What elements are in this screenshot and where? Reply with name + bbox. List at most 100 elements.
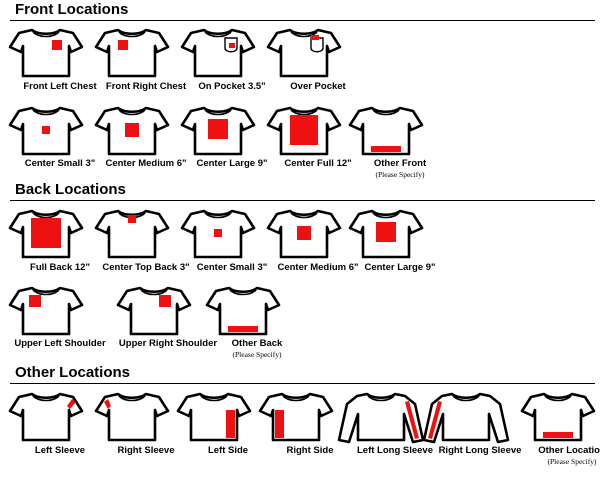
location-label: Upper Left Shoulder [14, 338, 106, 349]
tshirt-icon [8, 286, 84, 336]
print-area-marker [290, 115, 318, 145]
front-front-left-chest-option[interactable]: Front Left Chest [8, 26, 110, 116]
tshirt-icon [8, 28, 84, 78]
print-area-marker [214, 229, 222, 237]
back-bottom-bar-option[interactable]: Other Back(Please Specify) [205, 284, 307, 374]
tshirt-icon [94, 28, 170, 78]
print-area-marker [104, 399, 111, 409]
location-label: Left Side [207, 445, 249, 456]
print-area-marker [229, 43, 235, 48]
location-label: Center Large 9" [196, 158, 268, 169]
shirt-collar [32, 395, 60, 402]
shirt-outline [205, 286, 281, 336]
tshirt-icon [116, 286, 192, 336]
long-sleeve-shirt-icon [337, 392, 425, 444]
location-label: Left Long Sleeve [356, 445, 433, 456]
front-center-large-option[interactable]: Center Large 9" [180, 104, 282, 194]
tshirt-icon [8, 392, 84, 442]
print-area-marker [297, 226, 311, 240]
tshirt-icon [8, 209, 84, 259]
location-label: Front Right Chest [105, 81, 187, 92]
front-front-right-chest-option[interactable]: Front Right Chest [94, 26, 196, 116]
tshirt-icon [266, 28, 342, 78]
shirt-collar [118, 395, 146, 402]
location-label: Other Back [231, 338, 283, 349]
tshirt-icon [180, 209, 256, 259]
shirt-collar [32, 289, 60, 296]
shirt-outline [116, 286, 192, 336]
location-label: Front Left Chest [23, 81, 97, 92]
back-upper-left-shoulder-option[interactable]: Upper Left Shoulder [8, 284, 110, 374]
print-area-marker [42, 126, 50, 134]
shirt-outline [8, 28, 84, 78]
other-left-sleeve-option[interactable]: Left Sleeve [8, 390, 110, 480]
shirt-collar [204, 31, 232, 38]
print-area-marker [118, 40, 128, 50]
front-on-pocket-option[interactable]: On Pocket 3.5" [180, 26, 282, 116]
print-area-marker [228, 326, 258, 332]
other-right-long-sleeve-option[interactable]: Right Long Sleeve [422, 390, 530, 480]
shirt-collar [32, 212, 60, 219]
front-center-full-option[interactable]: Center Full 12" [266, 104, 368, 194]
other-right-side-option[interactable]: Right Side [258, 390, 360, 480]
back-locations-heading: Back Locations [15, 181, 126, 198]
back-center-top-back-option[interactable]: Center Top Back 3" [94, 207, 196, 297]
pocket-outline [310, 37, 324, 53]
shirt-collar [452, 395, 480, 402]
shirt-collar [32, 109, 60, 116]
shirt-collar [118, 109, 146, 116]
print-area-marker [125, 123, 139, 137]
location-label: On Pocket 3.5" [198, 81, 266, 92]
shirt-collar [372, 109, 400, 116]
location-label: Center Full 12" [284, 158, 352, 169]
back-full-back-option[interactable]: Full Back 12" [8, 207, 110, 297]
print-area-marker [29, 295, 41, 307]
shirt-collar [372, 212, 400, 219]
front-locations-heading: Front Locations [15, 1, 129, 18]
shirt-outline [520, 392, 596, 442]
other-locations-heading: Other Locations [15, 364, 131, 381]
shirt-outline [337, 392, 425, 444]
back-center-medium-option[interactable]: Center Medium 6" [266, 207, 368, 297]
back-upper-right-shoulder-option[interactable]: Upper Right Shoulder [116, 284, 218, 374]
tshirt-icon [348, 209, 424, 259]
front-bottom-bar-option[interactable]: Other Front(Please Specify) [348, 104, 450, 194]
location-label: Right Side [286, 445, 334, 456]
shirt-collar [290, 212, 318, 219]
front-center-small-option[interactable]: Center Small 3" [8, 104, 110, 194]
front-over-pocket-option[interactable]: Over Pocket [266, 26, 368, 116]
other-left-side-option[interactable]: Left Side [176, 390, 278, 480]
shirt-collar [140, 289, 168, 296]
other-bottom-bar-option[interactable]: Other Location(Please Specify) [520, 390, 600, 480]
tshirt-icon [176, 392, 252, 442]
print-area-marker [311, 35, 319, 40]
shirt-collar [204, 212, 232, 219]
front-center-medium-option[interactable]: Center Medium 6" [94, 104, 196, 194]
back-center-large-option[interactable]: Center Large 9" [348, 207, 450, 297]
tshirt-icon [258, 392, 334, 442]
print-area-marker [275, 410, 284, 438]
tshirt-icon [266, 209, 342, 259]
tshirt-icon [180, 28, 256, 78]
location-label: Center Large 9" [364, 262, 436, 273]
tshirt-icon [348, 106, 424, 156]
location-label: Over Pocket [290, 81, 346, 92]
shirt-collar [544, 395, 572, 402]
print-area-marker [208, 119, 228, 139]
back-center-small-option[interactable]: Center Small 3" [180, 207, 282, 297]
shirt-collar [200, 395, 228, 402]
shirt-collar [32, 31, 60, 38]
tshirt-icon [180, 106, 256, 156]
other-left-long-sleeve-option[interactable]: Left Long Sleeve [337, 390, 445, 480]
please-specify-note: (Please Specify) [232, 350, 282, 359]
print-area-marker [52, 40, 62, 50]
back-divider [10, 200, 595, 201]
shirt-collar [229, 289, 257, 296]
print-area-marker [159, 295, 171, 307]
location-label: Center Small 3" [196, 262, 268, 273]
shirt-outline [8, 286, 84, 336]
other-right-sleeve-option[interactable]: Right Sleeve [94, 390, 196, 480]
tshirt-icon [266, 106, 342, 156]
shirt-outline [94, 28, 170, 78]
shirt-outline [94, 392, 170, 442]
